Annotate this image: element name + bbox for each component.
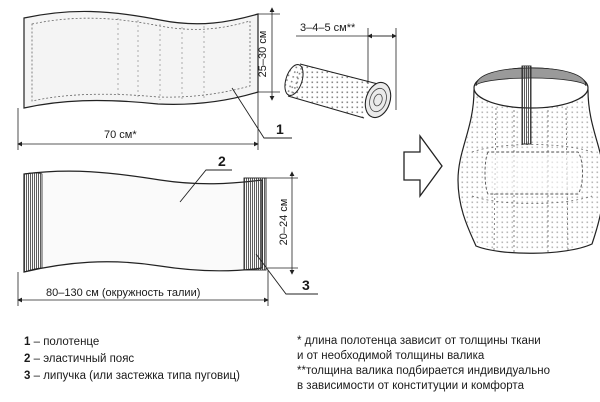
callout-2-leader <box>179 169 232 203</box>
roll-dimension-lines <box>296 28 397 110</box>
belt-dimension-lines <box>17 171 298 306</box>
towel-roll <box>284 63 392 119</box>
callout-3: 3 <box>302 277 310 293</box>
towel-dimension-lines <box>17 7 280 150</box>
velcro-strip <box>243 177 267 271</box>
towel-shape <box>23 10 259 109</box>
towel-length-label: 70 см* <box>104 129 137 141</box>
belt-length-label: 80–130 см (окружность талии) <box>46 287 200 299</box>
arrow-icon <box>403 134 443 198</box>
legend: 1 – полотенце 2 – эластичный пояс 3 – ли… <box>24 334 240 385</box>
callout-1: 1 <box>276 121 284 137</box>
callout-3-leader <box>255 253 318 295</box>
elastic-belt-shape <box>23 170 263 273</box>
callout-2: 2 <box>218 153 226 169</box>
roll-thickness-label: 3–4–5 см** <box>300 22 356 34</box>
footnote-line: **толщина валика подбирается индивидуаль… <box>297 365 550 377</box>
legend-item: 1 – полотенце <box>24 336 100 348</box>
legend-item: 2 – эластичный пояс <box>24 353 135 365</box>
footnote-line: и от необходимой толщины валика <box>297 350 485 362</box>
assembled-corset <box>457 65 600 254</box>
belt-height-label: 20–24 см <box>278 199 290 246</box>
footnote-line: * длина полотенца зависит от толщины тка… <box>297 335 541 347</box>
footnotes: * длина полотенца зависит от толщины тка… <box>297 334 550 394</box>
callout-1-leader <box>231 87 292 139</box>
footnote-line: в зависимости от конституции и комфорта <box>297 380 524 392</box>
legend-item: 3 – липучка (или застежка типа пуговиц) <box>24 370 240 382</box>
towel-height-label: 25–30 см <box>257 31 269 78</box>
